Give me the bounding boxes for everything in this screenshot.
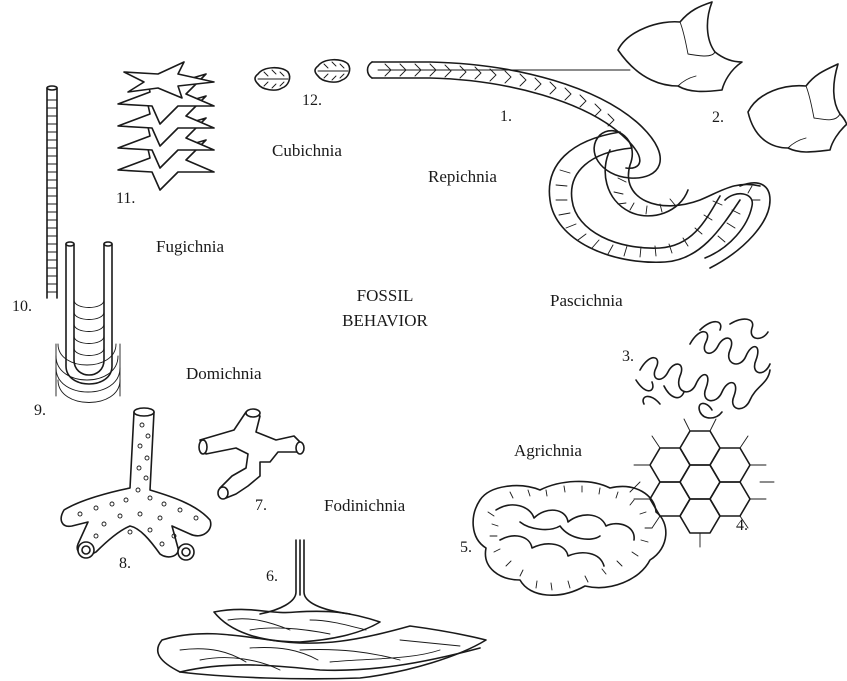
label-pascichnia: Pascichnia (550, 291, 623, 310)
escape-trace-illustration (47, 86, 57, 298)
center-label-line2: BEHAVIOR (342, 311, 428, 330)
number-5: 5. (460, 539, 472, 556)
repichnia-trail-illustration (368, 62, 771, 268)
coil-hatching (556, 170, 760, 257)
number-7: 7. (255, 497, 267, 514)
label-domichnia: Domichnia (186, 364, 262, 383)
number-6: 6. (266, 568, 278, 585)
number-1: 1. (500, 108, 512, 125)
stacked-star-traces-illustration (118, 62, 214, 190)
label-repichnia: Repichnia (428, 167, 497, 186)
center-label-line1: FOSSIL (357, 286, 414, 305)
meandering-trail-illustration (636, 319, 770, 418)
small-resting-pairs-illustration (255, 60, 350, 90)
number-12: 12. (302, 92, 322, 109)
number-3: 3. (622, 348, 634, 365)
number-8: 8. (119, 555, 131, 572)
spreite-burrow-illustration (158, 540, 486, 679)
label-cubichnia: Cubichnia (272, 141, 342, 160)
label-fodinichnia: Fodinichnia (324, 496, 406, 515)
label-agrichnia: Agrichnia (514, 441, 582, 460)
number-11: 11. (116, 190, 135, 207)
branching-tube-illustration (199, 409, 304, 499)
lobe-hatching (488, 486, 652, 590)
number-2: 2. (712, 109, 724, 126)
resting-trace-pair-illustration (618, 2, 847, 152)
label-fugichnia: Fugichnia (156, 237, 224, 256)
u-burrow-illustration (56, 242, 120, 403)
dotted-burrow-illustration (61, 408, 211, 560)
number-9: 9. (34, 402, 46, 419)
number-10: 10. (12, 298, 32, 315)
lobed-burrow-illustration (473, 481, 666, 595)
